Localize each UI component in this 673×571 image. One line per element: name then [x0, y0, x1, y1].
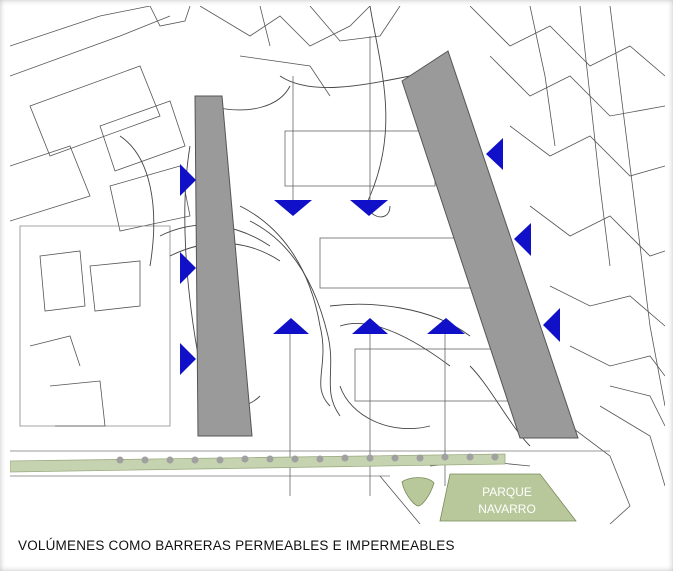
promenade [10, 453, 506, 473]
tree-dots [116, 453, 499, 464]
triangle-arrow-icon [427, 318, 465, 334]
left-volume [194, 95, 253, 437]
triangle-arrow-icon [350, 200, 388, 216]
right-volume [401, 50, 579, 439]
triangle-arrow-icon [180, 343, 196, 375]
triangle-arrow-icon [486, 138, 503, 170]
parque-navarro: PARQUE NAVARRO [401, 473, 577, 522]
triangle-arrow-icon [514, 223, 531, 256]
triangle-arrow-icon [352, 318, 388, 334]
park-label-line1: PARQUE [482, 485, 532, 499]
triangle-arrow-icon [274, 200, 312, 216]
triangle-arrow-icon [273, 318, 309, 334]
park-small-shape [401, 477, 435, 507]
triangle-arrow-icon [180, 164, 196, 196]
diagram-caption: VOLÚMENES COMO BARRERAS PERMEABLES E IMP… [18, 538, 455, 553]
park-main-shape [439, 473, 577, 522]
site-plan-map: PARQUE NAVARRO [10, 6, 665, 524]
triangle-arrow-icon [180, 252, 196, 284]
building-volumes [194, 50, 579, 439]
triangle-arrow-icon [543, 308, 560, 342]
permeability-arrows [180, 138, 560, 375]
park-label-line2: NAVARRO [478, 502, 536, 516]
street-grid-lines [10, 6, 665, 524]
